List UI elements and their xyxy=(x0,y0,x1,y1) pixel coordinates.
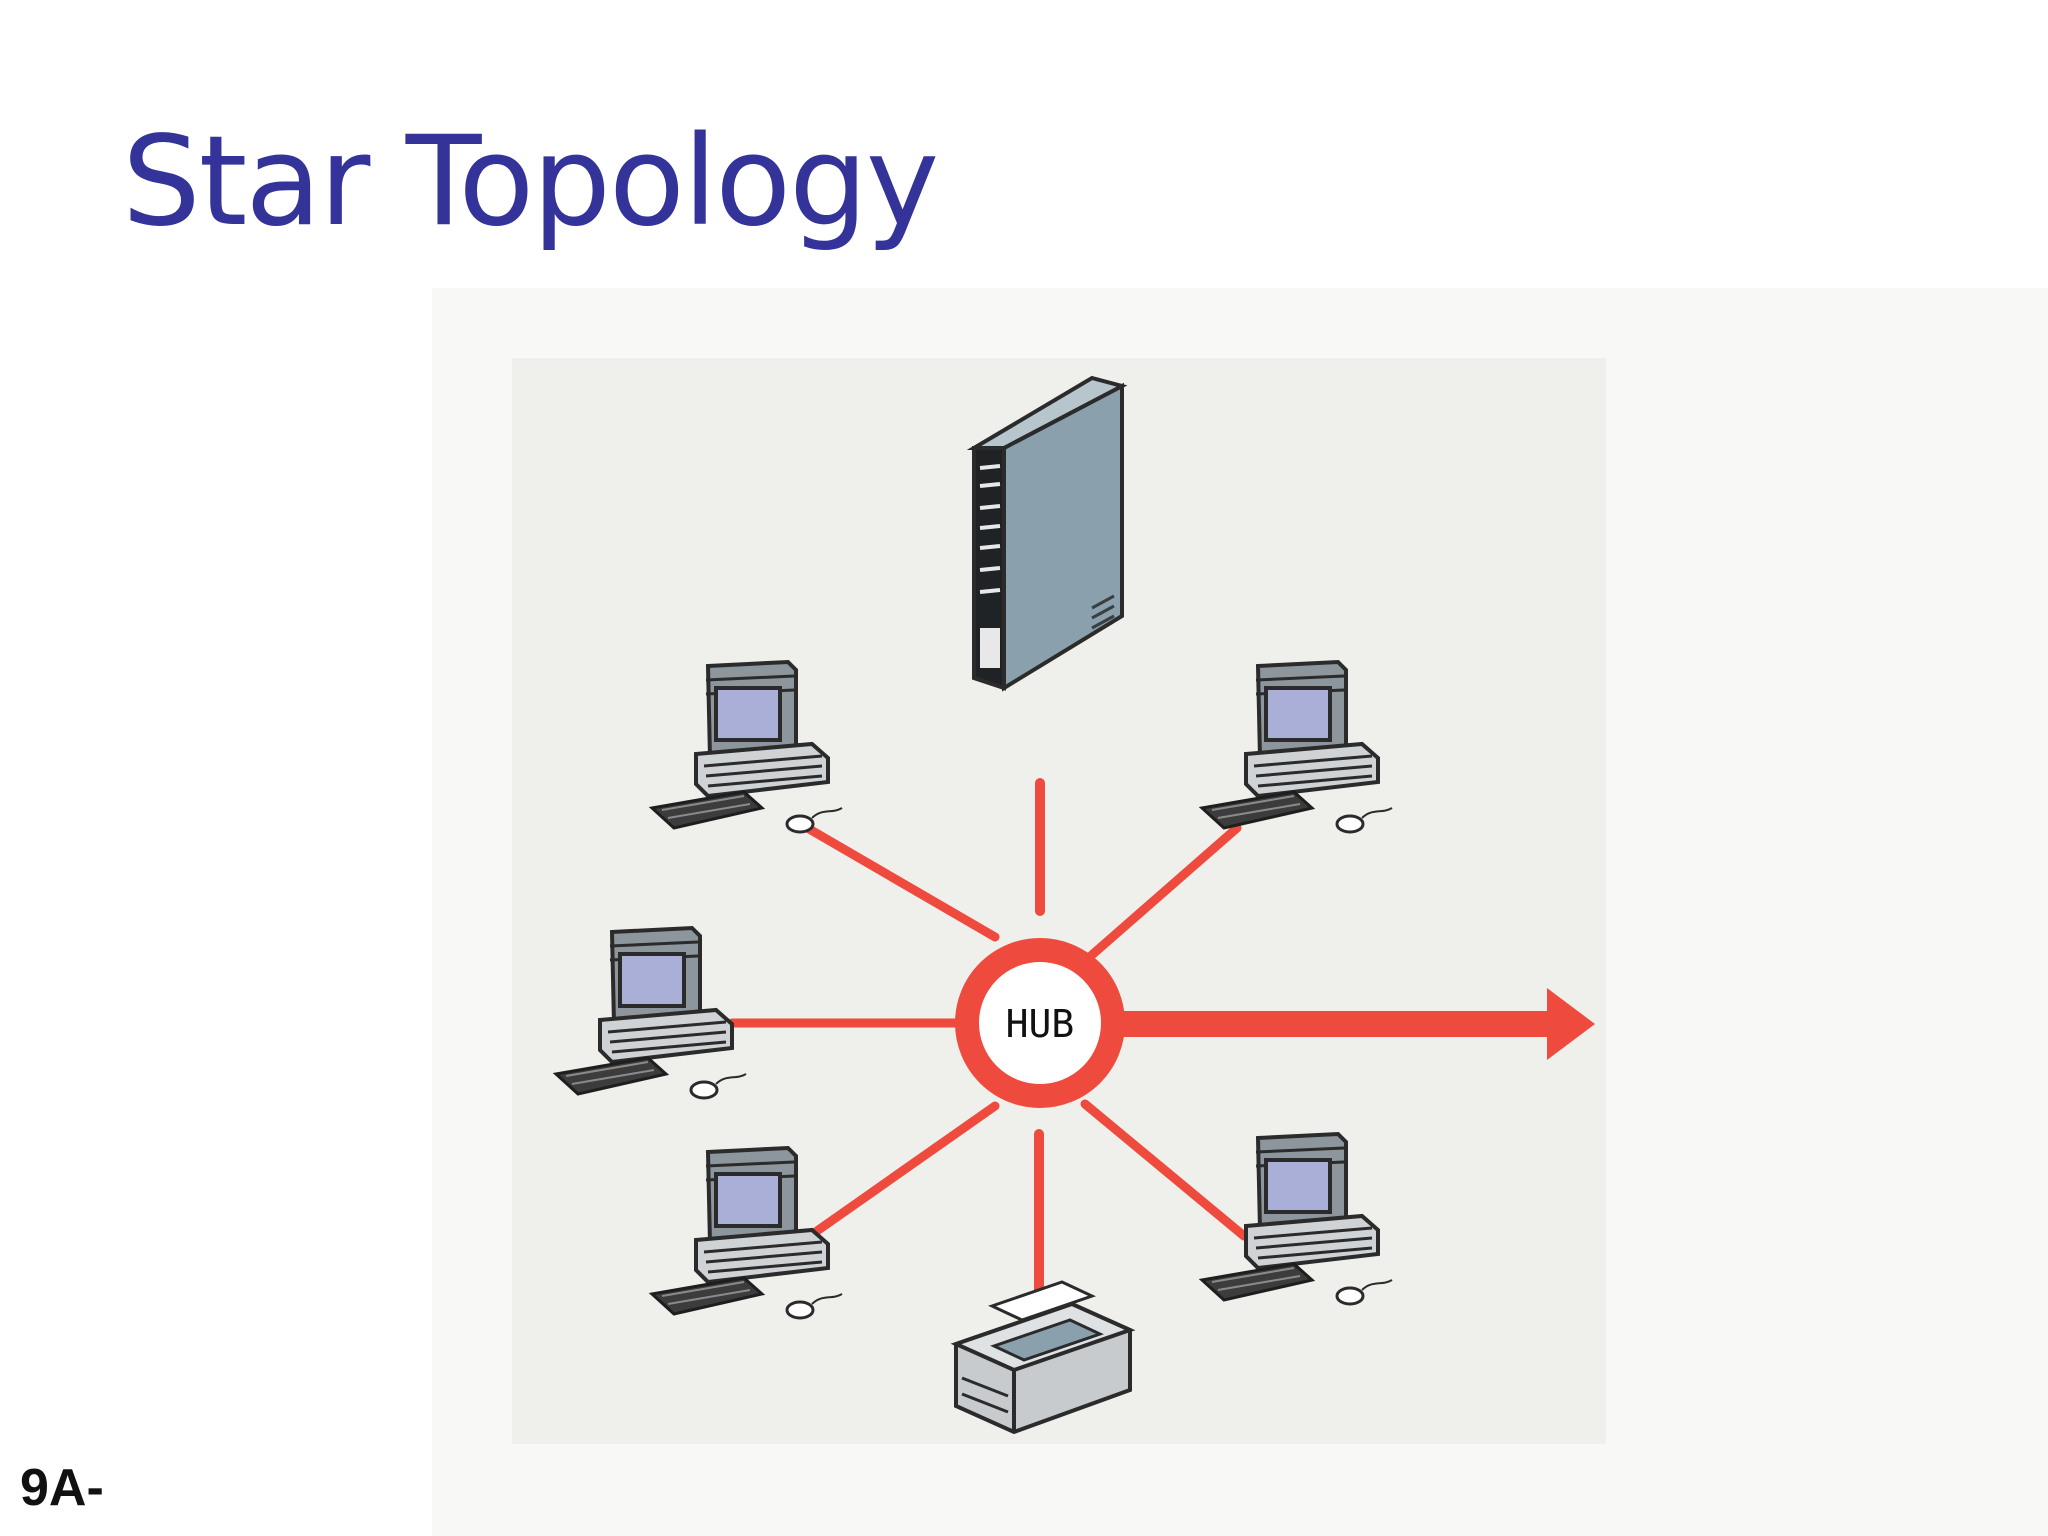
link-workstation-bottom-right xyxy=(1080,1099,1249,1241)
diagram-canvas: HUB xyxy=(554,375,1595,1435)
slide-title: Star Topology xyxy=(122,110,939,254)
workstation-icon xyxy=(1200,660,1394,834)
star-topology-diagram: HUB xyxy=(512,358,1606,1444)
hub-label: HUB xyxy=(1006,1002,1075,1046)
workstation-icon xyxy=(650,660,844,834)
arrow-head-icon xyxy=(1547,988,1595,1060)
link-workstation-top-right xyxy=(1080,823,1242,966)
link-workstation-top-left xyxy=(799,821,1000,942)
slide-number: 9A- xyxy=(20,1459,104,1517)
network-links xyxy=(727,778,1249,1305)
link-workstation-bottom-left xyxy=(802,1101,1000,1243)
printer-icon xyxy=(950,1280,1136,1435)
workstation-icon xyxy=(554,926,748,1100)
server-tower-icon xyxy=(966,375,1128,692)
workstation-icon xyxy=(650,1146,844,1320)
backbone-arrow xyxy=(1097,988,1595,1060)
hub: HUB xyxy=(955,938,1125,1108)
